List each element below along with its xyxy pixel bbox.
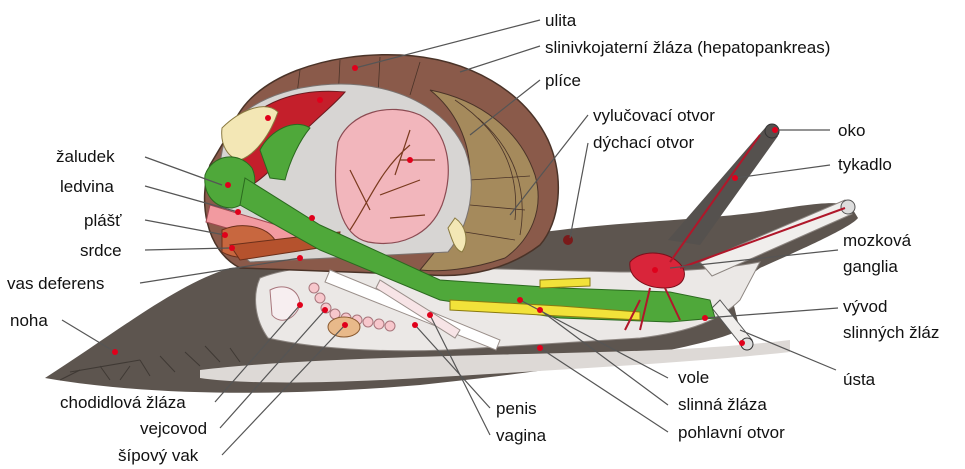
label-vylucovaci-otvor: vylučovací otvor [593,106,715,125]
label-penis: penis [496,399,537,418]
label-slinnych-zlaz: slinných žláz [843,323,939,342]
salivary-gland-upper [540,278,590,288]
label-plast: plášť [84,211,122,230]
label-oko: oko [838,121,865,140]
label-hepatopancreas: slinivkojaterní žláza (hepatopankreas) [545,38,830,57]
label-vas-deferens: vas deferens [7,274,104,293]
label-ulita: ulita [545,11,577,30]
label-slinna-zlaza: slinná žláza [678,395,767,414]
label-plice: plíce [545,71,581,90]
label-chodidlova-zlaza: chodidlová žláza [60,393,186,412]
label-pohlavni-otvor: pohlavní otvor [678,423,785,442]
label-tykadlo: tykadlo [838,155,892,174]
label-usta: ústa [843,370,876,389]
label-srdce: srdce [80,241,122,260]
label-vagina: vagina [496,426,547,445]
label-sipovy-vak: šípový vak [118,446,199,465]
label-noha: noha [10,311,48,330]
excretory-opening [563,235,573,245]
label-vole: vole [678,368,709,387]
label-mozkova: mozková [843,231,912,250]
lower-tentacle-tip [841,200,855,214]
label-vejcovod: vejcovod [140,419,207,438]
label-ledvina: ledvina [60,177,114,196]
label-zaludek: žaludek [56,147,115,166]
label-dychaci-otvor: dýchací otvor [593,133,694,152]
lung [336,109,449,243]
label-vyvod: vývod [843,297,887,316]
label-ganglia: ganglia [843,257,898,276]
